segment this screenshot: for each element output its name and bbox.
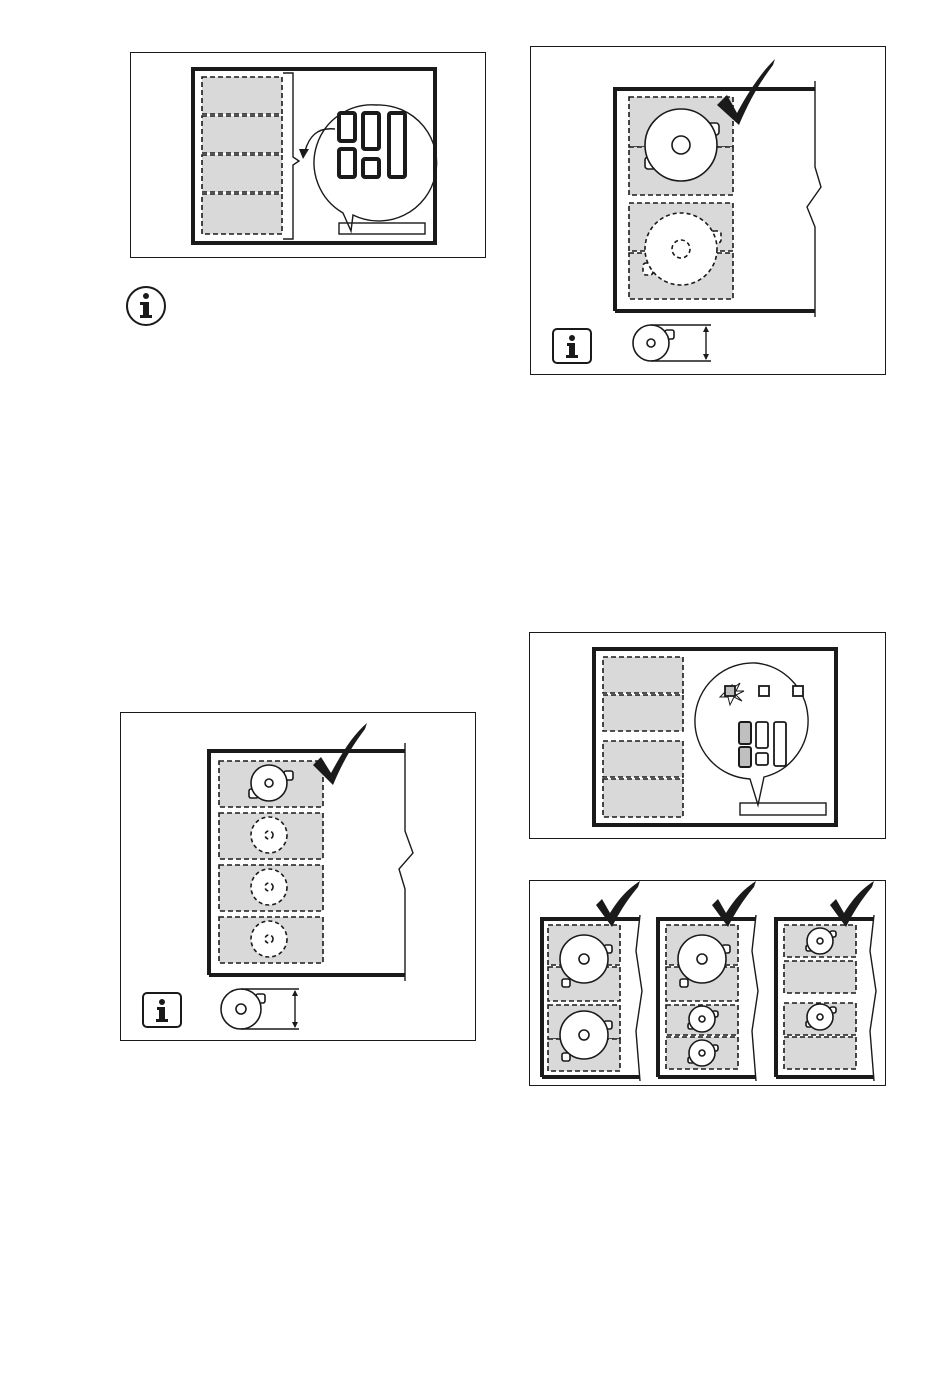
pan-dashed bbox=[251, 817, 287, 957]
placement-diagrams bbox=[530, 881, 885, 1085]
figure-four-zones bbox=[120, 712, 476, 1041]
hob-diagram bbox=[531, 47, 885, 374]
cooking-zone-1 bbox=[603, 657, 683, 693]
control-button-4 bbox=[739, 747, 751, 767]
control-button-3 bbox=[774, 722, 786, 766]
info-icon bbox=[143, 993, 181, 1027]
indicator-active-icon bbox=[720, 683, 744, 705]
cooking-zone-4 bbox=[603, 779, 683, 817]
hob-cut-edge bbox=[807, 81, 821, 317]
info-icon bbox=[553, 329, 591, 363]
control-button-2 bbox=[756, 722, 768, 748]
hob-diagram bbox=[121, 713, 475, 1040]
example-two-small-pans bbox=[776, 881, 876, 1081]
arrow-icon bbox=[305, 129, 335, 151]
cooking-zone-4 bbox=[202, 194, 282, 234]
control-panel-strip bbox=[740, 803, 826, 815]
bridge-bracket bbox=[283, 73, 299, 239]
control-button-4 bbox=[339, 149, 355, 177]
example-large-and-small-pans bbox=[658, 881, 758, 1081]
control-button-5 bbox=[363, 159, 379, 177]
figure-zone-indicator bbox=[529, 632, 886, 839]
indicator-icon bbox=[793, 686, 803, 696]
control-button-1 bbox=[739, 722, 751, 744]
control-button-1 bbox=[339, 113, 355, 141]
cooking-zone-2 bbox=[202, 116, 282, 153]
cooking-zone-3 bbox=[603, 741, 683, 777]
cooking-zone-2 bbox=[603, 695, 683, 731]
example-two-large-pans bbox=[542, 881, 642, 1081]
cooking-zone-3 bbox=[202, 155, 282, 192]
arrow-head-icon bbox=[299, 149, 309, 159]
figure-large-pan bbox=[530, 46, 886, 375]
control-button-2 bbox=[363, 113, 379, 149]
control-button-3 bbox=[389, 113, 405, 177]
indicator-icon bbox=[759, 686, 769, 696]
hob-diagram bbox=[131, 53, 485, 257]
figure-bridge-control bbox=[130, 52, 486, 258]
info-icon bbox=[124, 284, 168, 328]
pan-diameter-icon bbox=[221, 989, 299, 1029]
hob-cut-edge bbox=[399, 743, 413, 981]
figure-placement-examples bbox=[529, 880, 886, 1086]
pan-diameter-icon bbox=[633, 325, 711, 361]
hob-diagram bbox=[530, 633, 885, 838]
control-button-5 bbox=[756, 753, 768, 765]
cooking-zone-1 bbox=[202, 77, 282, 114]
